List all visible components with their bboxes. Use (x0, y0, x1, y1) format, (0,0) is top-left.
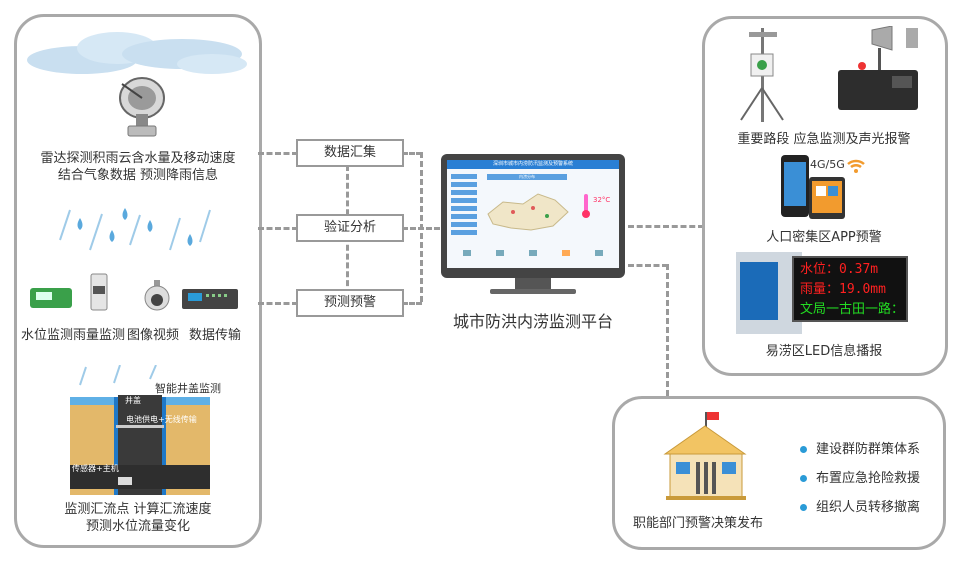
tablet-icon (809, 177, 845, 219)
led-board-sign (740, 262, 778, 320)
device-label-water-level: 水位监测 (20, 328, 73, 343)
connector-line (402, 302, 422, 305)
connector-line (258, 227, 298, 230)
cloud-icon (27, 32, 247, 74)
app-caption: 人口密集区APP预警 (766, 230, 882, 245)
monitor-stand (515, 278, 551, 290)
bottom-caption-2: 预测水位流量变化 (85, 519, 190, 534)
dept-caption: 职能部门预警决策发布 (632, 516, 763, 531)
monitor-base (490, 289, 576, 294)
led-caption: 易涝区LED信息播报 (765, 344, 883, 359)
dept-panel (612, 396, 946, 550)
device-label-transfer: 数据传输 (188, 328, 241, 343)
platform-title: 城市防洪内涝监测平台 (452, 312, 613, 331)
screen-header: 深圳市城市内涝防汛监测及预警系统 (447, 160, 619, 169)
led-rainfall: 雨量：19.0mm (800, 282, 886, 297)
camera-icon (144, 280, 170, 311)
connector-line (628, 264, 668, 267)
monitor-screen: 深圳市城市内涝防汛监测及预警系统 内涝分布 32°C (447, 160, 619, 268)
screen-map-title: 内涝分布 (487, 174, 567, 180)
manhole-illustration (70, 365, 210, 495)
weather-station-icon (740, 28, 784, 122)
city-map-icon (487, 193, 569, 231)
manhole-power-label: 电池供电+无线传输 (126, 415, 197, 424)
step-data-collection: 数据汇集 (296, 139, 404, 167)
bullet-item: 布置应急抢险救援 (800, 464, 920, 493)
device-label-rainfall: 雨量监测 (72, 328, 125, 343)
manhole-title: 智能井盖监测 (155, 382, 221, 395)
step-forecast-warning: 预测预警 (296, 289, 404, 317)
alarm-speaker-icon (838, 26, 918, 110)
radar-caption-2: 结合气象数据 预测降雨信息 (57, 168, 219, 183)
led-location: 文局一古田一路： (800, 302, 905, 317)
led-water-level: 水位：0.37m (800, 262, 879, 277)
manhole-lid-label: 井盖 (125, 396, 141, 405)
radar-caption-1: 雷达探测积雨云含水量及移动速度 (40, 151, 236, 166)
connector-line (420, 152, 423, 302)
connector-line (258, 152, 298, 155)
connector-line (402, 152, 422, 155)
water-level-device-icon (30, 288, 72, 308)
government-building-icon (663, 412, 747, 500)
device-label-video: 图像视频 (126, 328, 179, 343)
network-badge: 4G/5G (810, 158, 845, 171)
connector-line (628, 225, 704, 228)
led-display: 水位：0.37m 雨量：19.0mm 文局一古田一路： (792, 256, 908, 322)
data-transfer-device-icon (182, 289, 238, 309)
wifi-icon (847, 159, 865, 173)
road-caption: 重要路段 应急监测及声光报警 (737, 132, 911, 147)
radar-dish-icon (119, 77, 165, 137)
manhole-sensor-label: 传感器+主机 (72, 464, 119, 473)
connector-line (666, 264, 669, 396)
step-verification-analysis: 验证分析 (296, 214, 404, 242)
rain-drops-icon (59, 208, 211, 251)
connector-line (258, 302, 298, 305)
thermometer-icon (582, 194, 590, 218)
bottom-caption-1: 监测汇流点 计算汇流速度 (64, 502, 212, 517)
smartphone-icon (781, 155, 809, 217)
screen-weather: 32°C (593, 196, 611, 204)
dept-bullet-list: 建设群防群策体系 布置应急抢险救援 组织人员转移撤离 (800, 435, 920, 522)
bullet-item: 组织人员转移撤离 (800, 493, 920, 522)
bullet-item: 建设群防群策体系 (800, 435, 920, 464)
rain-gauge-icon (90, 273, 108, 311)
